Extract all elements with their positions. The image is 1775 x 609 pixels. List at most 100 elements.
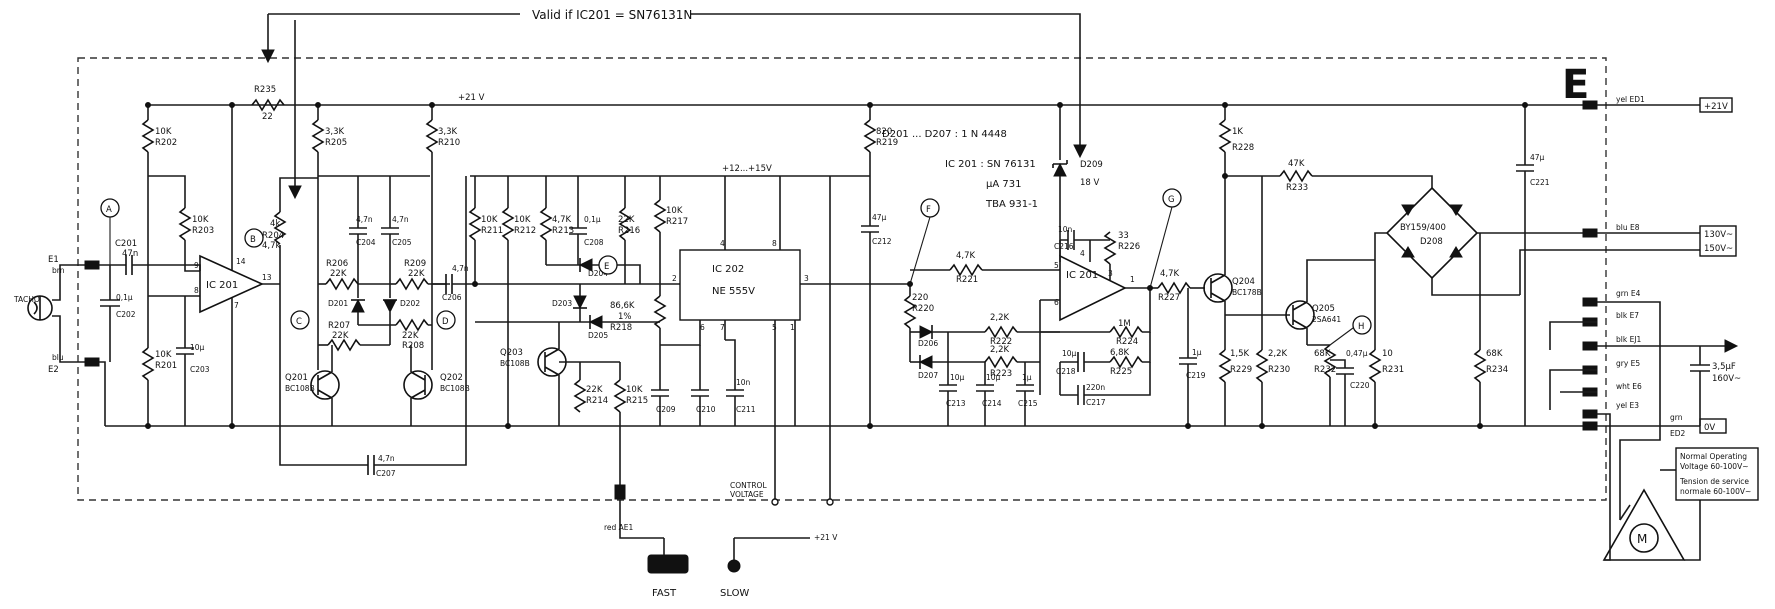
resistor-r224 xyxy=(1109,325,1143,339)
svg-text:D207: D207 xyxy=(918,371,938,380)
svg-text:R219: R219 xyxy=(876,138,898,148)
output-arrow xyxy=(1724,339,1739,353)
svg-text:R204: R204 xyxy=(262,231,284,241)
resistor-r202 xyxy=(141,119,155,153)
svg-text:10K: 10K xyxy=(514,215,531,225)
svg-text:22K: 22K xyxy=(332,331,349,341)
svg-text:C216: C216 xyxy=(1054,242,1074,251)
svg-text:2,2K: 2,2K xyxy=(990,345,1010,355)
svg-text:Q203: Q203 xyxy=(500,348,523,358)
resistor-r221 xyxy=(949,263,983,277)
svg-text:22K: 22K xyxy=(402,331,419,341)
e1-label: E1 xyxy=(48,255,59,265)
svg-text:R223: R223 xyxy=(990,369,1012,379)
svg-text:μA 731: μA 731 xyxy=(986,179,1021,190)
svg-text:47μ: 47μ xyxy=(872,213,887,222)
diode-d203 xyxy=(573,295,587,310)
test-point-h xyxy=(1352,315,1372,335)
svg-text:47K: 47K xyxy=(1288,159,1305,169)
svg-text:A: A xyxy=(106,205,112,215)
svg-text:22K: 22K xyxy=(330,269,347,279)
svg-text:IC 201 : SN 76131: IC 201 : SN 76131 xyxy=(945,159,1036,170)
control-voltage-2: VOLTAGE xyxy=(730,490,764,499)
svg-text:0V: 0V xyxy=(1704,423,1715,433)
validity-text: Valid if IC201 = SN76131N xyxy=(532,8,692,22)
svg-text:Tension de service: Tension de service xyxy=(1679,477,1749,486)
svg-text:R211: R211 xyxy=(481,226,503,236)
svg-text:C201: C201 xyxy=(115,239,137,249)
e7-label: blk E7 xyxy=(1616,311,1639,320)
svg-text:D202: D202 xyxy=(400,299,420,308)
resistor-r229 xyxy=(1218,349,1232,383)
svg-text:C211: C211 xyxy=(736,405,756,414)
test-point-e xyxy=(598,255,618,275)
slow-contact[interactable] xyxy=(727,559,741,573)
svg-text:D208: D208 xyxy=(1420,237,1443,247)
motor-cap-voltage: 160V~ xyxy=(1712,374,1741,384)
svg-text:3,3K: 3,3K xyxy=(438,127,458,137)
validity-note: Valid if IC201 = SN76131N xyxy=(261,8,1087,200)
svg-text:+21V: +21V xyxy=(1704,102,1728,112)
svg-text:C220: C220 xyxy=(1350,381,1370,390)
svg-text:Voltage 60-100V~: Voltage 60-100V~ xyxy=(1680,462,1749,471)
e8-label: blu E8 xyxy=(1616,223,1640,232)
svg-text:NE 555V: NE 555V xyxy=(712,286,755,297)
rail-21v-label: +21 V xyxy=(458,93,485,103)
svg-text:4: 4 xyxy=(1080,249,1085,258)
svg-text:7: 7 xyxy=(234,301,239,310)
svg-text:R201: R201 xyxy=(155,361,177,371)
bridge-rectifier-d208: BY159/400 D208 xyxy=(1385,186,1479,280)
resistor-r231 xyxy=(1323,344,1337,378)
svg-text:R216: R216 xyxy=(618,226,640,236)
svg-text:Q201: Q201 xyxy=(285,373,308,383)
resistor-r230 xyxy=(1255,349,1269,383)
svg-text:130V~: 130V~ xyxy=(1704,230,1733,240)
svg-text:10n: 10n xyxy=(736,378,751,387)
resistor-r233 xyxy=(1368,349,1382,383)
svg-text:18 V: 18 V xyxy=(1080,178,1100,188)
diode-d207 xyxy=(918,355,933,369)
svg-text:10K: 10K xyxy=(155,350,172,360)
svg-text:220n: 220n xyxy=(1086,383,1105,392)
component-list: D201 ... D207 : 1 N 4448 IC 201 : SN 761… xyxy=(882,129,1038,210)
svg-text:10K: 10K xyxy=(626,385,643,395)
svg-text:4,7n: 4,7n xyxy=(392,215,409,224)
svg-text:BC108B: BC108B xyxy=(500,359,530,368)
svg-text:IC 202: IC 202 xyxy=(712,264,744,275)
tacho-generator: TACHO xyxy=(13,264,85,363)
svg-text:68K: 68K xyxy=(1314,349,1331,359)
svg-text:1μ: 1μ xyxy=(1022,373,1032,382)
svg-text:8: 8 xyxy=(194,286,199,295)
motor-cap-value: 3,5μF xyxy=(1712,362,1736,372)
svg-text:22K: 22K xyxy=(586,385,603,395)
resistor-r205 xyxy=(311,119,325,153)
svg-text:D204: D204 xyxy=(588,269,608,278)
svg-text:C213: C213 xyxy=(946,399,966,408)
fast-switch[interactable] xyxy=(647,554,689,574)
resistor-r206 xyxy=(325,277,359,291)
svg-text:D201: D201 xyxy=(328,299,348,308)
svg-text:14: 14 xyxy=(236,257,246,266)
svg-text:6: 6 xyxy=(700,323,705,332)
svg-text:4,7n: 4,7n xyxy=(356,215,373,224)
svg-text:R220: R220 xyxy=(912,304,934,314)
svg-text:10: 10 xyxy=(1382,349,1393,359)
svg-text:C208: C208 xyxy=(584,238,604,247)
svg-text:8: 8 xyxy=(772,239,777,248)
svg-text:86,6K: 86,6K xyxy=(610,301,635,311)
ic201-right: IC 201 5 6 4 3 1 xyxy=(1054,249,1135,322)
svg-text:13: 13 xyxy=(262,273,272,282)
resistor-r232 xyxy=(1279,169,1313,183)
svg-text:10n: 10n xyxy=(1058,225,1073,234)
diode-d202 xyxy=(383,299,397,314)
e6-label: wht E6 xyxy=(1616,382,1642,391)
resistor-r235 xyxy=(251,98,285,112)
svg-text:220: 220 xyxy=(912,293,928,303)
svg-text:C204: C204 xyxy=(356,238,376,247)
svg-text:F: F xyxy=(926,205,931,215)
svg-text:1K: 1K xyxy=(1232,127,1243,137)
ej1-label: blk EJ1 xyxy=(1616,335,1642,344)
svg-text:22K: 22K xyxy=(618,215,635,225)
resistor-r216 xyxy=(618,207,632,241)
resistor-r226 xyxy=(1103,231,1117,265)
